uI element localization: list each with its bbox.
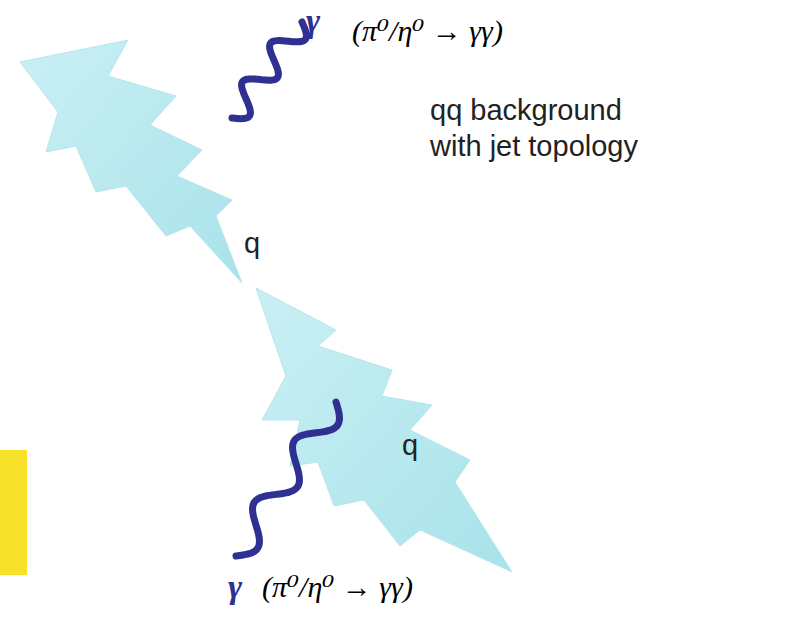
lower-jet xyxy=(256,288,512,572)
upper-jet xyxy=(20,40,242,283)
photon-symbol: γ xyxy=(228,568,242,605)
photon-wave xyxy=(236,402,339,556)
decay-formula: (π⁰/η⁰ → γγ) xyxy=(262,570,413,603)
quark-label: q xyxy=(402,430,418,462)
yellow-bar xyxy=(0,450,27,575)
quark-label: q xyxy=(244,228,260,260)
background-note: qq background xyxy=(430,95,622,127)
photon-wave xyxy=(232,22,306,119)
decay-formula: (π⁰/η⁰ → γγ) xyxy=(352,14,503,47)
background-note: with jet topology xyxy=(430,131,638,163)
photon-symbol: γ xyxy=(306,2,320,39)
